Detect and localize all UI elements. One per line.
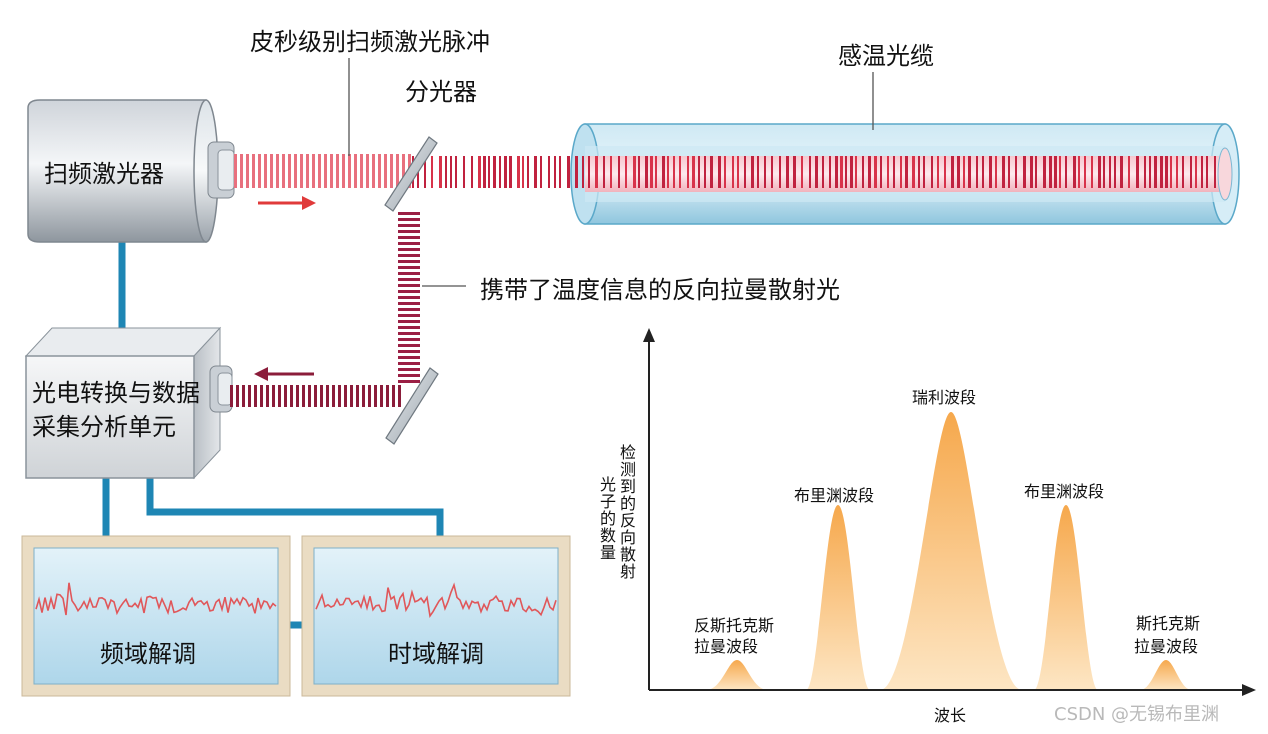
freq-demod-label: 频域解调 [100,640,196,668]
cable-label: 感温光缆 [838,42,934,70]
stokes-label-line2: 拉曼波段 [1134,637,1199,656]
frequency-demod-panel [21,535,291,697]
x-axis-arrow-icon [1242,684,1256,696]
rayleigh-peak [880,412,1022,690]
time-demod-label: 时域解调 [388,640,484,668]
spectrum-plot [643,328,1256,696]
anti-stokes-label-line1: 反斯托克斯 [694,616,775,635]
forward-arrow-icon [258,196,316,210]
watermark: CSDN @无锡布里渊 [1054,704,1220,725]
stokes-peak [1140,660,1192,690]
callout-lines [348,58,874,287]
beam-splitter [384,136,438,212]
brillouin-left-peak [806,505,870,690]
reflecting-mirror [385,367,439,445]
brillouin-right-label: 布里渊波段 [1024,482,1105,501]
splitter-label: 分光器 [405,78,477,106]
laser-label: 扫频激光器 [44,160,164,188]
laser-device [27,99,235,243]
processing-unit-box [24,326,233,480]
unit-label-line1: 光电转换与数据 [32,379,200,407]
pulse-label: 皮秒级别扫频激光脉冲 [250,28,490,56]
stokes-label-line1: 斯托克斯 [1136,614,1201,633]
anti-stokes-label-line2: 拉曼波段 [694,637,759,656]
freq-signal-trace [35,582,277,616]
y-axis-arrow-icon [643,328,655,342]
rayleigh-label: 瑞利波段 [912,388,977,407]
brillouin-right-peak [1034,505,1098,690]
y-axis-label-col1: 检测到的反向散射 [620,443,637,581]
unit-label-line2: 采集分析单元 [32,413,176,441]
x-axis-label: 波长 [934,706,967,725]
brillouin-left-label: 布里渊波段 [794,486,875,505]
anti-stokes-peak [706,660,768,690]
y-axis-label-col2: 光子的数量 [600,475,617,562]
time-signal-trace [315,582,557,618]
return-arrow-icon [254,367,314,381]
time-demod-panel [301,535,571,697]
laser-pulse-beams [230,154,1216,407]
backscatter-label: 携带了温度信息的反向拉曼散射光 [480,276,840,304]
